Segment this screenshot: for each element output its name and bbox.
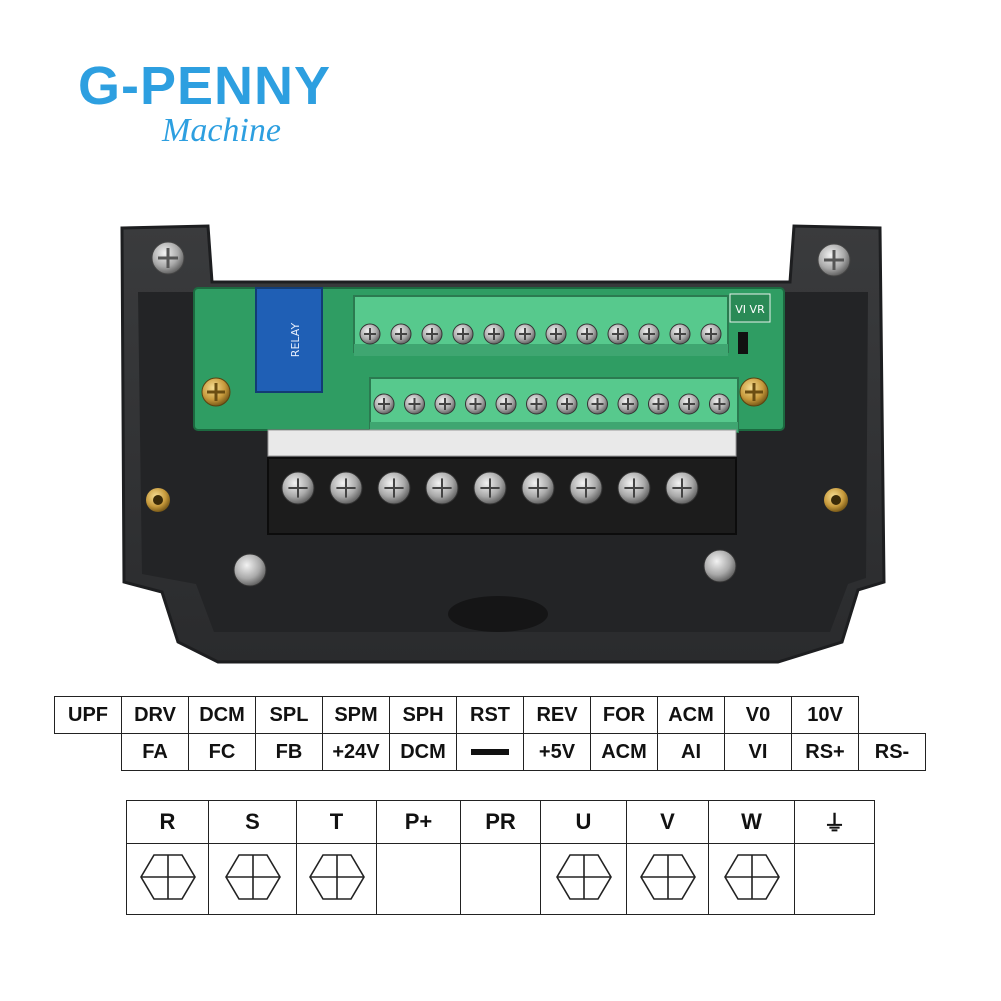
power-terminal-label: P+: [376, 800, 461, 844]
terminal-label: DCM: [188, 696, 256, 734]
power-terminal-table: R S T P+ PR U V W ⏚: [126, 800, 875, 915]
terminal-label: 10V: [791, 696, 859, 734]
terminal-label: SPL: [255, 696, 323, 734]
power-terminal-label: W: [708, 800, 795, 844]
terminal-cell: [540, 843, 627, 915]
screw-terminal-icon: [555, 853, 612, 900]
power-terminal-label: PR: [460, 800, 541, 844]
terminal-label: FOR: [590, 696, 658, 734]
inverter-terminal-photo: RELAY VI VR: [120, 224, 886, 664]
terminal-cell: [460, 843, 541, 915]
svg-text:VI VR: VI VR: [735, 303, 765, 316]
power-terminal-label: U: [540, 800, 627, 844]
terminal-label-dash: [456, 733, 524, 771]
screw-terminal-icon: [639, 853, 696, 900]
terminal-cell: [708, 843, 795, 915]
terminal-label: RS-: [858, 733, 926, 771]
terminal-label: ACM: [590, 733, 658, 771]
terminal-label: FA: [121, 733, 189, 771]
control-terminal-table: UPF DRV DCM SPL SPM SPH RST REV FOR ACM …: [54, 696, 926, 771]
empty-cell: [55, 734, 122, 771]
terminal-cell: [626, 843, 709, 915]
terminal-label: RST: [456, 696, 524, 734]
power-terminal-label: R: [126, 800, 209, 844]
terminal-label: +24V: [322, 733, 390, 771]
terminal-cell: [208, 843, 297, 915]
power-terminal-screw-row: [126, 843, 875, 915]
brand-logo: G-PENNY Machine: [78, 56, 378, 156]
screw-terminal-icon: [224, 853, 281, 900]
brand-name: G-PENNY: [78, 56, 332, 116]
terminal-label: FC: [188, 733, 256, 771]
power-terminal-label: S: [208, 800, 297, 844]
power-terminal-label: T: [296, 800, 377, 844]
terminal-label: DCM: [389, 733, 457, 771]
power-terminal-label: V: [626, 800, 709, 844]
terminal-cell: [126, 843, 209, 915]
terminal-label: FB: [255, 733, 323, 771]
svg-text:RELAY: RELAY: [289, 323, 302, 358]
screw-terminal-icon: [308, 853, 365, 900]
terminal-label: REV: [523, 696, 591, 734]
screw-terminal-icon: [723, 853, 780, 900]
terminal-label: SPH: [389, 696, 457, 734]
terminal-cell: [794, 843, 875, 915]
power-terminal-label-row: R S T P+ PR U V W ⏚: [126, 800, 875, 844]
terminal-label: UPF: [54, 696, 122, 734]
terminal-label: RS+: [791, 733, 859, 771]
terminal-label: AI: [657, 733, 725, 771]
terminal-label: SPM: [322, 696, 390, 734]
control-terminal-row-1: UPF DRV DCM SPL SPM SPH RST REV FOR ACM …: [54, 696, 926, 734]
brand-subtitle: Machine: [162, 112, 281, 149]
terminal-label: ACM: [657, 696, 725, 734]
dash-bar-icon: [471, 749, 509, 756]
screw-terminal-icon: [139, 853, 196, 900]
terminal-cell: [376, 843, 461, 915]
empty-cell: [859, 697, 926, 734]
terminal-cell: [296, 843, 377, 915]
terminal-label: +5V: [523, 733, 591, 771]
terminal-label: V0: [724, 696, 792, 734]
terminal-label: DRV: [121, 696, 189, 734]
terminal-label: VI: [724, 733, 792, 771]
ground-symbol-icon: ⏚: [794, 800, 875, 844]
control-terminal-row-2: FA FC FB +24V DCM +5V ACM AI VI RS+ RS-: [55, 733, 926, 771]
